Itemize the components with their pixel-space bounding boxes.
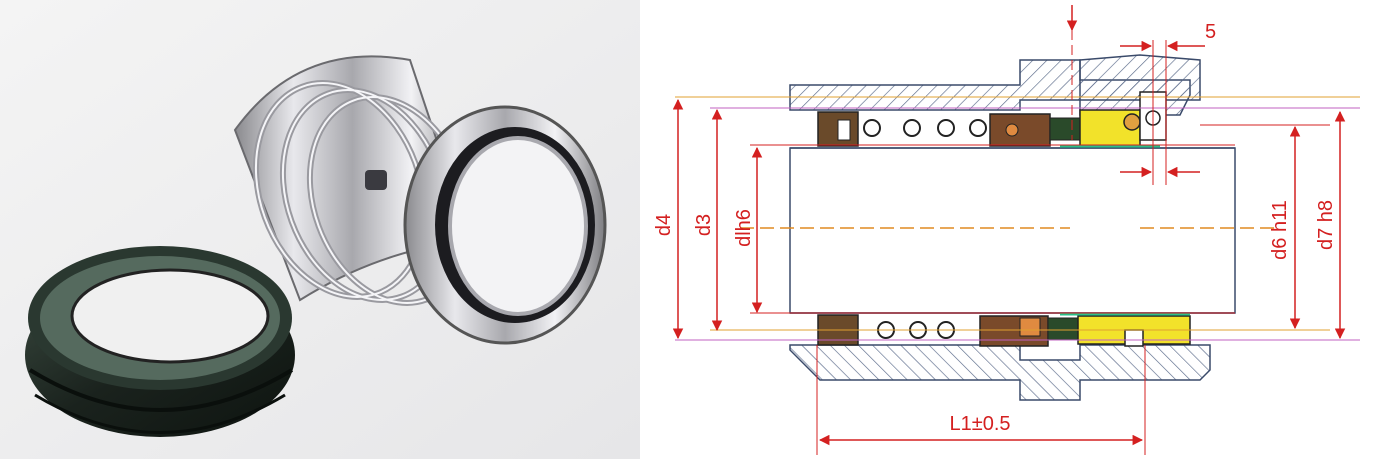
seal-head (233, 55, 607, 345)
section-drawing: d4 d3 dlh6 d6 h11 d7 h8 5 L1±0.5 (640, 0, 1377, 459)
label-d1: dlh6 (733, 209, 755, 247)
label-l1: L1±0.5 (949, 413, 1010, 435)
housing-top (789, 54, 1201, 116)
product-photo (0, 0, 640, 459)
label-5: 5 (1205, 21, 1216, 43)
label-d7: d7 h8 (1315, 200, 1337, 250)
seat-ring (25, 246, 295, 437)
shaft (789, 147, 1236, 314)
label-d6: d6 h11 (1269, 200, 1291, 260)
label-d4: d4 (653, 214, 675, 236)
label-d3: d3 (693, 214, 715, 236)
housing-bottom (789, 344, 1211, 401)
